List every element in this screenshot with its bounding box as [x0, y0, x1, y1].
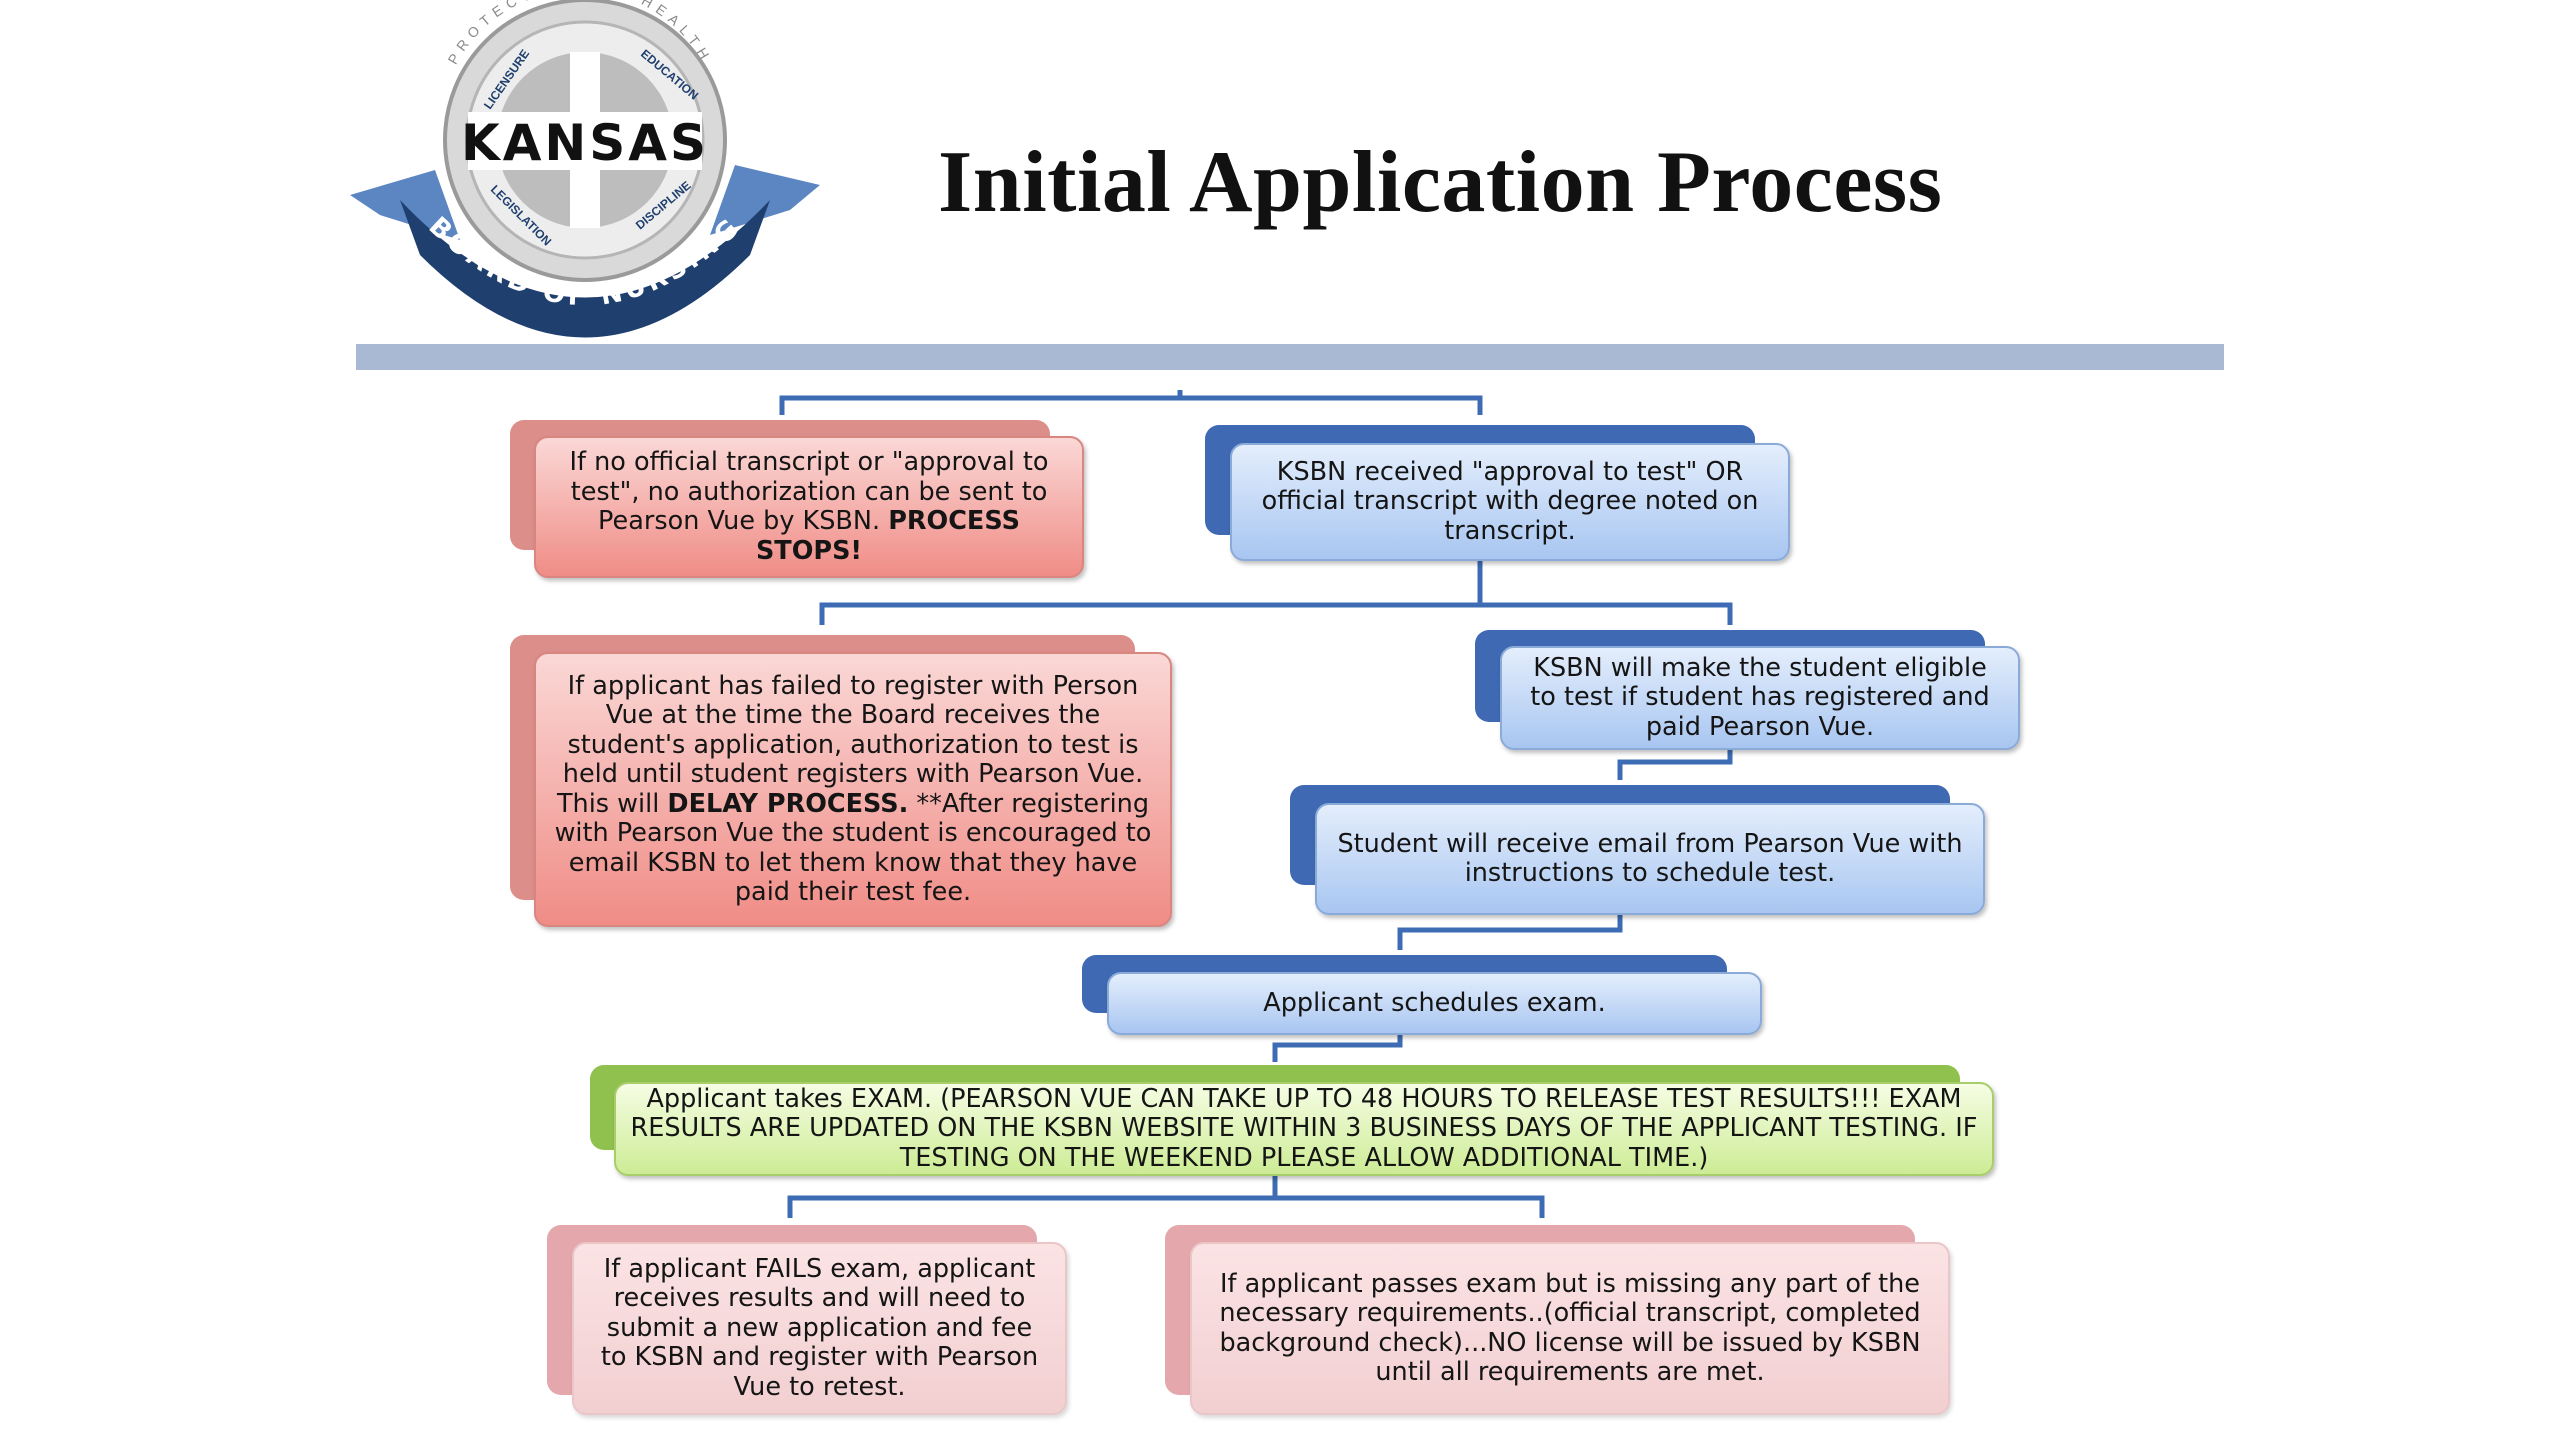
connector-exam-split [787, 1175, 1545, 1218]
takes-exam-text: Applicant takes EXAM. (PEARSON VUE CAN T… [630, 1083, 1978, 1173]
schedules-exam-text: Applicant schedules exam. [1263, 987, 1606, 1018]
connector-eligible-email [1617, 750, 1733, 780]
passes-missing-box: If applicant passes exam but is missing … [1190, 1242, 1950, 1415]
connector-top [779, 390, 1483, 415]
delay-process-text: DELAY PROCESS. [667, 788, 909, 819]
schedules-exam-box: Applicant schedules exam. [1107, 972, 1762, 1035]
kansas-board-of-nursing-logo: PROTECT PUBLIC HEALTH LICENSURE EDUCATIO… [350, 0, 820, 338]
receive-email-box: Student will receive email from Pearson … [1315, 803, 1985, 915]
failed-register-note: **After registering with Pearson Vue the… [554, 788, 1152, 907]
page-title: Initial Application Process [938, 134, 1943, 231]
header-divider-bar [356, 344, 2224, 370]
fails-exam-box: If applicant FAILS exam, applicant recei… [572, 1242, 1067, 1415]
no-transcript-text: If no official transcript or "approval t… [569, 447, 1049, 536]
connector-email-schedule [1397, 915, 1623, 950]
connector-schedule-exam [1272, 1035, 1403, 1062]
passes-missing-text: If applicant passes exam but is missing … [1219, 1268, 1921, 1387]
receive-email-text: Student will receive email from Pearson … [1337, 828, 1963, 888]
failed-register-text: If applicant has failed to register with… [556, 670, 1144, 819]
make-eligible-box: KSBN will make the student eligible to t… [1500, 646, 2020, 750]
process-stops-text: PROCESS STOPS! [755, 506, 1020, 566]
received-approval-text: KSBN received "approval to test" OR offi… [1261, 456, 1759, 546]
failed-register-box: If applicant has failed to register with… [534, 652, 1172, 927]
takes-exam-box: Applicant takes EXAM. (PEARSON VUE CAN T… [614, 1082, 1994, 1176]
fails-exam-text: If applicant FAILS exam, applicant recei… [600, 1253, 1039, 1402]
svg-text:KANSAS: KANSAS [461, 114, 709, 172]
received-approval-box: KSBN received "approval to test" OR offi… [1230, 443, 1790, 561]
no-transcript-box: If no official transcript or "approval t… [534, 436, 1084, 578]
make-eligible-text: KSBN will make the student eligible to t… [1530, 652, 1990, 742]
